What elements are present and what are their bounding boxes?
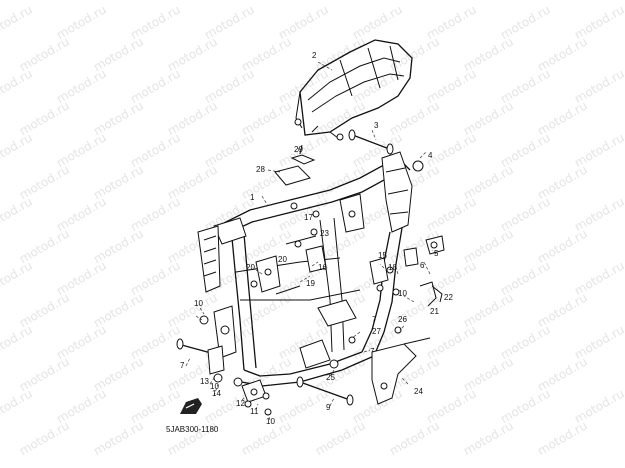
callout-24: 24: [414, 387, 423, 396]
callout-11: 11: [250, 407, 259, 416]
part-plate-28: [274, 165, 311, 186]
part-bracket-24: [371, 326, 431, 405]
leader-lines: [185, 61, 437, 421]
callout-26: 26: [398, 315, 407, 324]
callout-18: 18: [388, 263, 397, 272]
callout-12: 12: [236, 399, 245, 408]
callout-7: 7: [180, 361, 185, 370]
callout-25: 25: [326, 373, 335, 382]
callout-14: 14: [212, 389, 221, 398]
callout-28: 28: [256, 165, 265, 174]
callout-13: 13: [200, 377, 209, 386]
callout-22: 22: [444, 293, 453, 302]
part-rear-frame: [294, 39, 413, 141]
callout-1: 1: [250, 193, 255, 202]
part-long-bolt-9: [296, 376, 354, 406]
callout-16: 16: [318, 263, 327, 272]
callout-15: 15: [378, 251, 387, 260]
callout-3: 3: [374, 121, 379, 130]
callout-10: 10: [266, 417, 275, 426]
callout-20: 20: [278, 255, 287, 264]
callout-23: 23: [320, 229, 329, 238]
callout-labels: 1234567779101010101112131415161718192020…: [180, 51, 453, 426]
callout-7: 7: [372, 315, 377, 324]
drawing-code: 5JAB300-1180: [166, 425, 219, 434]
callout-5: 5: [434, 249, 439, 258]
part-rear-axle-rod: [348, 129, 394, 155]
callout-17: 17: [304, 213, 313, 222]
callout-6: 6: [420, 261, 425, 270]
callout-27: 27: [372, 327, 381, 336]
callout-20: 20: [246, 263, 255, 272]
part-main-frame: [197, 151, 413, 387]
callout-2: 2: [312, 51, 317, 60]
part-center-brackets: [250, 228, 327, 295]
part-bracket-29: [290, 144, 316, 165]
fwd-arrow-icon: [180, 398, 202, 414]
callout-10: 10: [194, 299, 203, 308]
part-small-right: [369, 160, 445, 307]
callout-7: 7: [370, 347, 375, 356]
callout-21: 21: [430, 307, 439, 316]
callout-4: 4: [428, 151, 433, 160]
callout-29: 29: [294, 145, 303, 154]
callout-10: 10: [210, 382, 219, 391]
callout-10: 10: [398, 289, 407, 298]
callout-9: 9: [326, 403, 331, 412]
part-25-27: [329, 336, 356, 369]
callout-19: 19: [306, 279, 315, 288]
